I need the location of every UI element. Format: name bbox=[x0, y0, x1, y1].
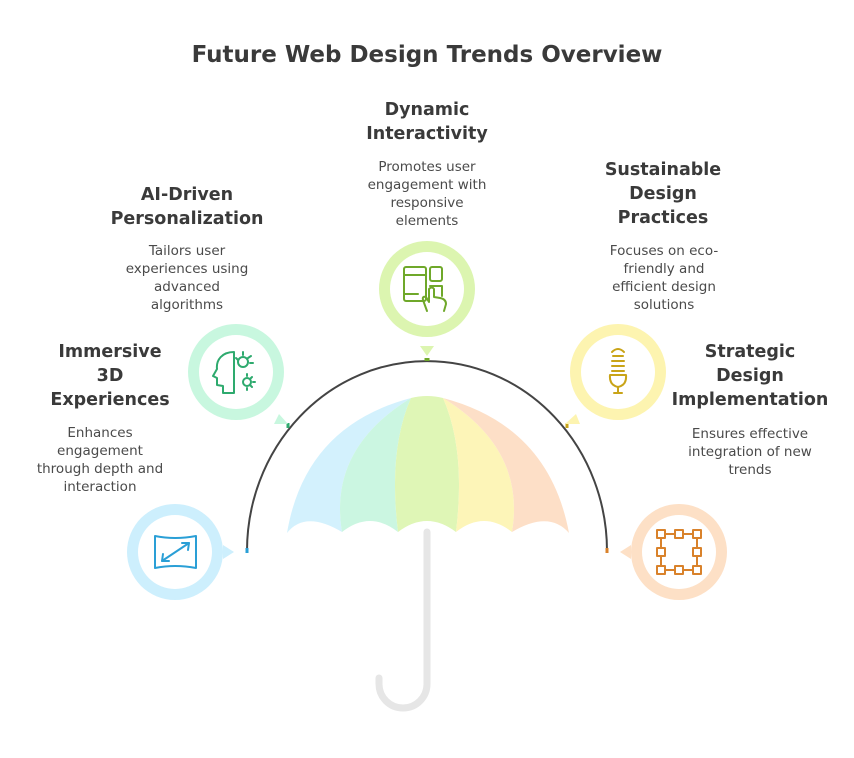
canopy-panel-2 bbox=[339, 398, 411, 532]
canopy-panel-5 bbox=[443, 398, 569, 533]
bubble-immersive-3d bbox=[127, 504, 234, 600]
description-strategic-implementation: Ensures effective integration of new tre… bbox=[688, 426, 812, 478]
eco-bulb-icon bbox=[608, 348, 628, 394]
heading-ai-personalization: AI-Driven Personalization bbox=[110, 185, 264, 229]
heading-sustainable-design: Sustainable Design Practices bbox=[604, 160, 722, 228]
arc-markers bbox=[245, 358, 609, 553]
heading-strategic-implementation: Strategic Design Implementation bbox=[671, 342, 829, 410]
umbrella-canopy bbox=[287, 396, 569, 533]
description-immersive-3d: Enhances engagement through depth and in… bbox=[36, 425, 164, 495]
3d-arrow-icon bbox=[154, 535, 197, 569]
bubble-strategic-implementation bbox=[620, 504, 727, 600]
canopy-panel-1 bbox=[287, 398, 411, 533]
description-sustainable-design: Focuses on eco- friendly and efficient d… bbox=[609, 243, 719, 313]
ai-brain-gear-icon bbox=[212, 351, 256, 394]
frame-layout-icon bbox=[656, 529, 702, 575]
heading-immersive-3d: Immersive 3D Experiences bbox=[50, 342, 170, 410]
bubble-dynamic-interactivity bbox=[379, 241, 475, 356]
bubble-ai-personalization bbox=[188, 324, 288, 424]
canopy-panel-3 bbox=[394, 396, 460, 532]
umbrella-handle bbox=[375, 528, 431, 712]
description-ai-personalization: Tailors user experiences using advanced … bbox=[125, 243, 249, 313]
heading-dynamic-interactivity: Dynamic Interactivity bbox=[366, 100, 488, 144]
description-dynamic-interactivity: Promotes user engagement with responsive… bbox=[367, 159, 487, 229]
bubble-sustainable-design bbox=[565, 324, 666, 424]
touch-device-icon bbox=[403, 266, 447, 312]
canopy-panel-4 bbox=[443, 398, 515, 532]
diagram-title: Future Web Design Trends Overview bbox=[191, 42, 663, 68]
